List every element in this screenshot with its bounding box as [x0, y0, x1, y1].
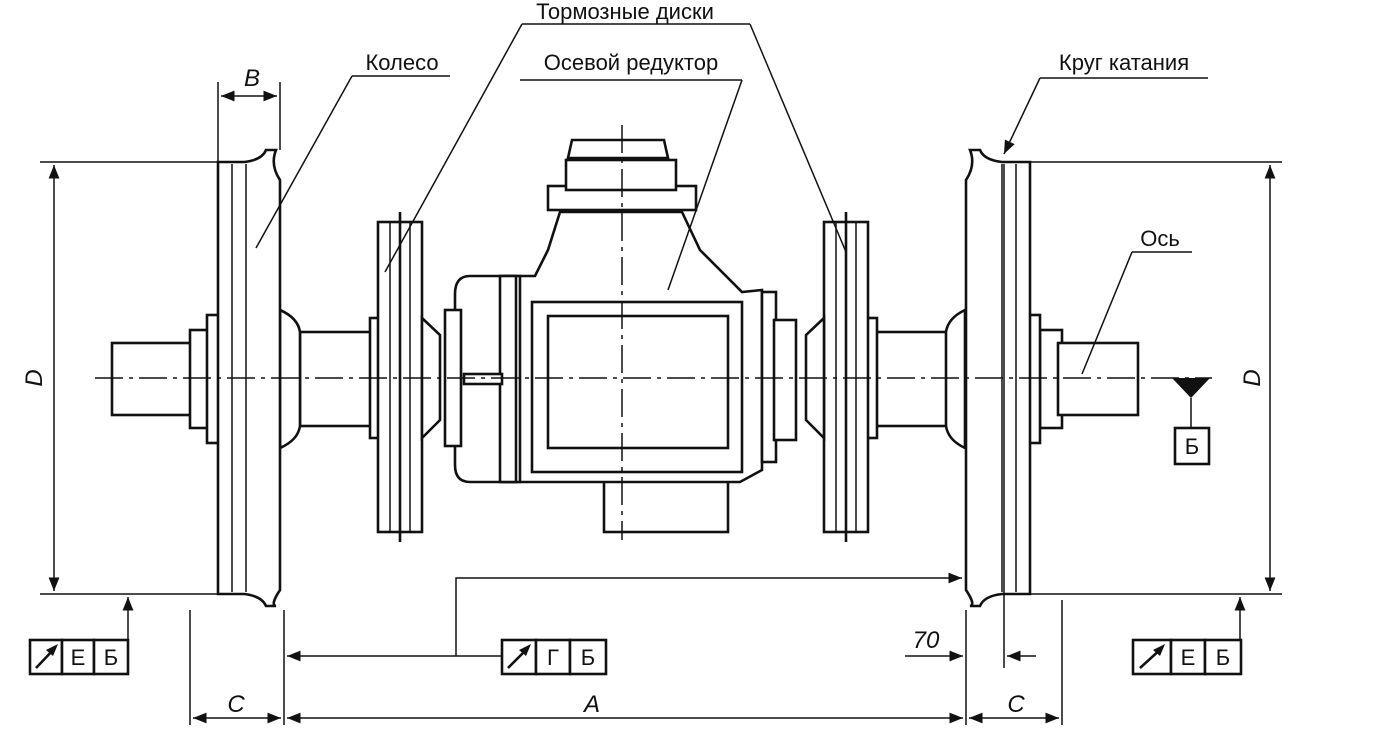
axle-label: Ось — [1140, 226, 1180, 251]
runout-arrow-icon — [35, 644, 58, 669]
datum-triangle-icon — [1172, 378, 1210, 428]
right-overhang-label: C — [1007, 691, 1025, 718]
left-overhang-label: C — [227, 691, 245, 718]
right-diameter-label: D — [1239, 369, 1266, 386]
rolling-circle-offset-label: 70 — [913, 627, 940, 654]
back-to-back-label: A — [582, 691, 600, 718]
leader-lines — [255, 23, 1208, 375]
right-diameter-dimension — [1030, 161, 1282, 595]
datum-label: Б — [1185, 434, 1199, 459]
left-brake-disc — [368, 212, 442, 542]
datum-box — [1173, 426, 1211, 466]
wheel-width-dimension — [217, 82, 281, 162]
axle-gearbox — [443, 138, 798, 534]
wheel-width-label: B — [244, 65, 260, 92]
runout-arrow-icon — [507, 644, 531, 669]
rolling-circle-offset-dimension — [905, 164, 1036, 668]
wheel-label: Колесо — [365, 50, 438, 75]
center-frame-cell-2: Б — [581, 645, 595, 670]
center-tolerance-frame — [287, 572, 962, 676]
runout-arrow-icon — [1139, 644, 1165, 669]
left-diameter-dimension — [40, 161, 218, 595]
left-frame-cell-2: Б — [104, 645, 118, 670]
center-frame-cell-1: Г — [547, 645, 559, 670]
rolling-circle-label: Круг катания — [1059, 50, 1189, 75]
left-frame-cell-1: Е — [71, 645, 86, 670]
left-diameter-label: D — [21, 369, 48, 386]
axle-gearbox-label: Осевой редуктор — [544, 50, 718, 75]
bottom-dimensions — [189, 600, 1063, 725]
left-tolerance-frame — [28, 597, 134, 676]
right-tolerance-frame — [1131, 597, 1246, 676]
brake-discs-label: Тормозные диски — [536, 0, 714, 24]
right-frame-cell-2: Б — [1216, 645, 1230, 670]
right-frame-cell-1: Е — [1181, 645, 1196, 670]
right-brake-disc — [804, 212, 879, 542]
